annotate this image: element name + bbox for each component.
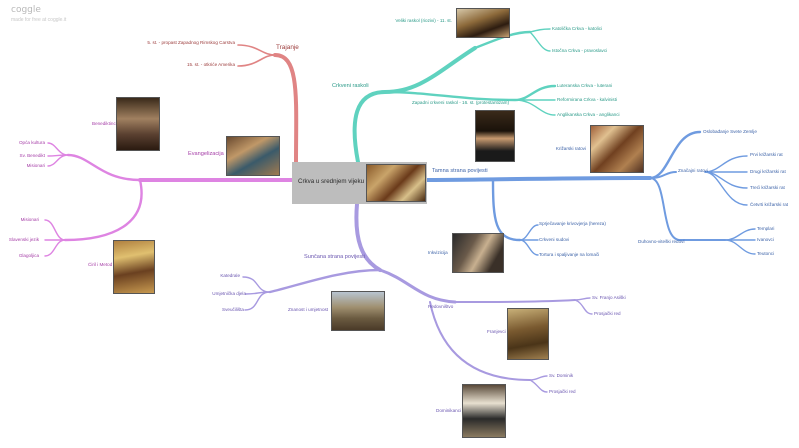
rat-3[interactable]: Treći križarski rat (750, 185, 785, 190)
trajanje-item-2[interactable]: 15. st. - otkriće Amerika (187, 62, 235, 67)
connector-veliki-item-2 (529, 31, 551, 52)
painting-image (226, 136, 280, 176)
red-3[interactable]: Teutonci (757, 251, 775, 256)
red-1[interactable]: Templari (757, 226, 775, 231)
krizarski-oslobadanje[interactable]: Oslobađanje Svete Zemlje (703, 129, 757, 134)
rat-1[interactable]: Prvi križarski rat (750, 152, 783, 157)
connector-inkv-3 (519, 239, 539, 256)
dominikanci-item-1[interactable]: Sv. Dominik (549, 373, 574, 378)
connector-redovi (649, 177, 726, 241)
connector-inkvizicija (491, 178, 522, 242)
connector-franjevci-1 (574, 297, 591, 301)
rat-2[interactable]: Drugi križarski rat (750, 169, 786, 174)
connector-dominikanci-1 (529, 375, 548, 381)
connector-veliki-item-1 (529, 28, 551, 33)
red-2[interactable]: Ivanovci (757, 237, 774, 242)
connector-znacajni (649, 171, 677, 179)
connector-znanost-3 (244, 291, 271, 311)
evangelizacija-cirilimetod[interactable]: Ćiril i Metod (88, 262, 113, 267)
connector-franjevci-2 (574, 299, 593, 315)
raskoli-veliki[interactable]: Veliki raskol (riozivi) - 11. st. (395, 18, 452, 23)
tamna-inkvizicija[interactable]: Inkvizicija (428, 250, 448, 255)
suncana-redovnistvo[interactable]: Redovništvo (428, 304, 454, 309)
connector-bened-3 (47, 154, 69, 167)
connector-suncana (354, 202, 382, 272)
rat-4[interactable]: Četvrti križarski rat (750, 202, 789, 207)
painting-image (462, 384, 506, 438)
redovnistvo-franjevci[interactable]: Franjevci (487, 329, 506, 334)
krizarski-znacajni[interactable]: Značajni ratovi (678, 168, 708, 173)
connector-zapadni (383, 84, 557, 102)
zapadni-item-1[interactable]: Luteranska Crkva - luterani (557, 83, 613, 88)
painting-image (116, 97, 160, 151)
painting-image (331, 291, 385, 331)
brand-subtitle: made for free at coggle.it (11, 17, 67, 23)
branch-trajanje[interactable]: Trajanje (276, 44, 299, 51)
znanost-item-3[interactable]: Sveučilišta (222, 307, 244, 312)
painting-image (475, 110, 515, 162)
tamna-krizarski[interactable]: Križarski ratovi (555, 146, 586, 151)
painting-image (113, 240, 155, 294)
branch-tamna[interactable]: Tamna strana povijesti (432, 168, 488, 174)
connector-franjevci (454, 299, 576, 303)
connector-cirilimetod (63, 178, 143, 242)
dominikanci-item-2[interactable]: Prosjački red (549, 389, 576, 394)
benediktinci-item-2[interactable]: Sv. Benedikt (19, 153, 45, 158)
ciril-item-2[interactable]: Slavenski jezik (8, 237, 39, 242)
tamna-redovi[interactable]: Duhovno-viteški redovi (638, 239, 685, 244)
painting-image (507, 308, 549, 360)
znanost-item-1[interactable]: Katedrale (220, 273, 240, 278)
branch-raskoli[interactable]: Crkveni raskoli (332, 83, 369, 89)
painting-image (366, 164, 426, 202)
painting-image (590, 125, 644, 173)
inkvizicija-item-3[interactable]: Tortura i spaljivanje na lomači (539, 252, 600, 257)
raskoli-zapadni[interactable]: Zapadni crkveni raskol - 16. st. (protes… (412, 100, 510, 105)
zapadni-item-3[interactable]: Anglikanska Crkva - anglikanci (557, 112, 620, 117)
painting-image (456, 8, 510, 38)
branch-evangelizacija[interactable]: Evangelizacija (188, 151, 224, 157)
connector-ciril-1 (44, 219, 66, 241)
ciril-item-3[interactable]: Glagoljica (18, 253, 39, 258)
franjevci-item-2[interactable]: Prosjački red (594, 311, 621, 316)
benediktinci-item-1[interactable]: Opća kultura (18, 140, 45, 145)
connector-benediktinci (66, 153, 142, 182)
connector-inkv-1 (519, 224, 539, 241)
connector-ciril-3 (44, 239, 66, 257)
znanost-item-2[interactable]: Umjetnička djela (212, 291, 246, 296)
root-title: Crkva u srednjem vijeku (298, 178, 365, 185)
connector-red-1 (724, 228, 756, 241)
benediktinci-item-3[interactable]: Misionari (26, 163, 45, 168)
connector-znanost-1 (242, 276, 271, 293)
connector-redovnistvo (378, 268, 457, 304)
inkvizicija-item-1[interactable]: Sprječavanje krivovjerja (hereza) (539, 221, 606, 226)
zapadni-item-2[interactable]: Reformirana Crkva - kalvinisti (557, 97, 617, 102)
connector-rat-4 (704, 171, 748, 206)
suncana-znanost[interactable]: Znanost i umjetnost (288, 307, 329, 312)
brand-logo: coggle (11, 5, 41, 15)
connector-zapadni-item-3 (514, 99, 556, 116)
connector-trajanje-item-2 (237, 54, 276, 67)
veliki-item-1[interactable]: Katolička Crkva - katolici (552, 26, 603, 31)
root-node[interactable]: Crkva u srednjem vijeku (292, 162, 427, 204)
branch-suncana[interactable]: Sunčana strana povijesti (304, 254, 365, 260)
veliki-item-2[interactable]: Istočna Crkva - pravoslavci (552, 48, 608, 53)
connector-rat-1 (704, 155, 748, 173)
connector-bened-1 (47, 142, 69, 156)
connector-trajanje-item-1 (237, 44, 276, 56)
trajanje-item-1[interactable]: 5. st. - propast Zapadnog Rimskog Carstv… (147, 40, 235, 45)
franjevci-item-1[interactable]: Sv. Franjo Asiški (592, 295, 626, 300)
painting-image (452, 233, 504, 273)
connector-znanost (268, 268, 382, 294)
evangelizacija-benediktinci[interactable]: Benediktinci (92, 121, 117, 126)
connector-dominikanci (429, 301, 531, 381)
inkvizicija-item-2[interactable]: Crkveni sudovi (539, 237, 570, 242)
connector-red-3 (724, 239, 756, 255)
redovnistvo-dominikanci[interactable]: Dominikanci (436, 408, 462, 413)
connector-dominikanci-2 (529, 379, 548, 393)
connector-tamna (425, 176, 652, 182)
ciril-item-1[interactable]: Misionari (20, 217, 39, 222)
connector-trajanje (273, 53, 299, 164)
